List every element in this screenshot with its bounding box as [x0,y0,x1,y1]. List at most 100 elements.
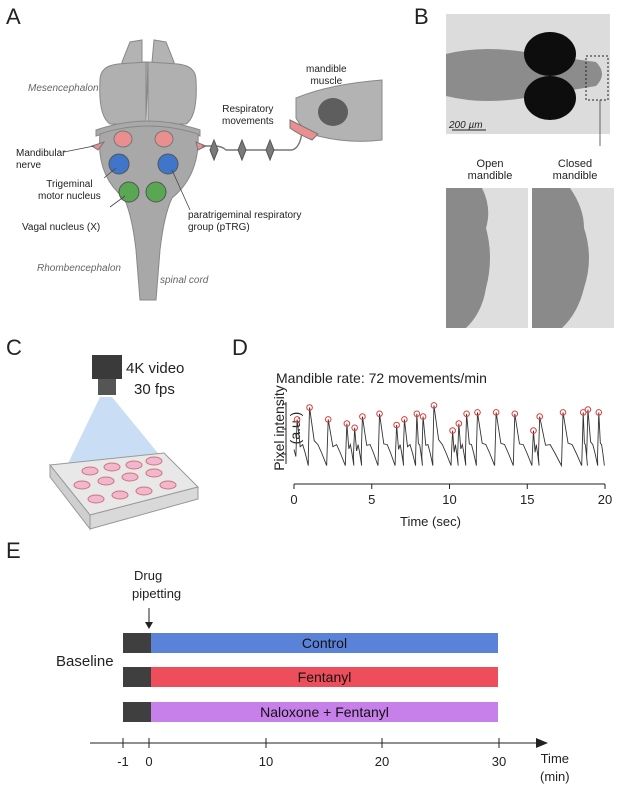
mandibular-nerve-left [90,141,106,151]
label-vagal-nucleus: Vagal nucleus (X) [22,222,101,233]
camera-plate-illustration [49,355,199,531]
nerve-line [202,131,303,151]
time-tick-label: 20 [375,754,389,769]
respiratory-muscle-icons [209,138,275,162]
baseline-segment [123,667,151,687]
trace-line [293,405,605,468]
peak-marker [324,416,332,423]
trigeminal-nucleus-left [108,153,130,175]
panel-letter-d: D [232,335,248,360]
condition-row: Control [123,633,498,653]
baseline-segment [123,702,151,722]
peak-marker [419,413,427,420]
condition-bar: Naloxone + Fentanyl [151,702,498,722]
peak-marker [293,416,301,423]
peak-marker [393,421,400,429]
label-rhombencephalon: Rhombencephalon [37,263,121,274]
x-tick-label: 10 [442,492,456,507]
drug-arrow [145,608,153,629]
peak-marker [579,409,587,416]
time-axis: -1 0 10 20 30 [90,738,548,769]
condition-label: Naloxone + Fentanyl [260,704,389,720]
peak-marker [463,410,470,418]
peak-marker [306,404,313,411]
chart-title: Mandible rate: 72 movements/min [276,370,487,386]
pointer-mandibular [63,145,95,153]
peak-marker [559,409,567,416]
zoom-box [585,55,609,101]
scale-bar-label: 200 µm [449,120,483,131]
time-tick-label: 0 [145,754,152,769]
peak-marker [430,402,438,409]
mandibular-nucleus-left [113,130,133,148]
condition-bar: Fentanyl [151,667,498,687]
peak-marker [530,427,537,434]
video-spec-text: 4K video 30 fps [126,360,185,398]
pointer-vagal [109,195,126,208]
peak-marker [359,413,366,420]
open-mandible-image [446,188,528,328]
peak-marker [343,420,351,427]
larva-eye-top [524,32,576,76]
closed-mandible-image [532,188,614,328]
panel-letter-c: C [6,335,22,360]
label-spinal-cord: spinal cord [160,275,209,286]
peak-marker [455,420,463,427]
camera-body [92,355,122,379]
panel-letter-b: B [414,4,429,29]
time-axis-label: Time (min) [540,751,570,784]
chart-x-label: Time (sec) [400,514,461,529]
peak-marker [536,413,543,420]
x-tick-label: 20 [598,492,612,507]
time-tick-label: 30 [492,754,506,769]
peak-marker [492,409,500,416]
mandibular-nerve-right [195,141,208,151]
plate-wells [73,456,177,504]
time-axis-arrowhead [536,738,548,748]
vagal-nucleus-right [145,181,167,203]
panel-letter-a: A [6,4,21,29]
peak-marker [511,410,519,418]
pointer-trigeminal [103,167,117,179]
tectum-left [99,61,147,125]
peak-marker [595,409,603,416]
condition-label: Control [301,635,348,651]
condition-row: Naloxone + Fentanyl [123,702,498,722]
condition-label: Fentanyl [297,669,352,685]
drug-pipetting-label: Drug pipetting [132,568,182,601]
mandible-eye [318,98,348,126]
time-tick-label: -1 [117,754,129,769]
x-tick-label: 5 [368,492,375,507]
vagal-nucleus-left [118,181,140,203]
larva-micrograph [446,14,610,134]
zoom-pointer-line [599,100,601,146]
peak-marker [351,424,358,432]
peak-marker [584,406,592,413]
label-mesencephalon: Mesencephalon [28,83,99,94]
time-tick-label: 10 [259,754,273,769]
peak-marker [376,410,383,418]
peak-marker [413,410,421,418]
pointer-ptrg [171,169,191,211]
trigeminal-nucleus-right [157,153,179,175]
condition-bar: Control [151,633,498,653]
condition-row: Fentanyl [123,667,498,687]
mandibular-nucleus-right [154,130,174,148]
tectum-right [147,61,197,125]
peak-marker [449,427,456,434]
brain-schematic [63,39,383,301]
larva-eye-bottom [524,76,576,120]
baseline-segment [123,633,151,653]
camera-lens [98,379,116,395]
x-tick-label: 0 [290,492,297,507]
peak-marker [401,416,408,423]
peak-marker [474,409,481,416]
